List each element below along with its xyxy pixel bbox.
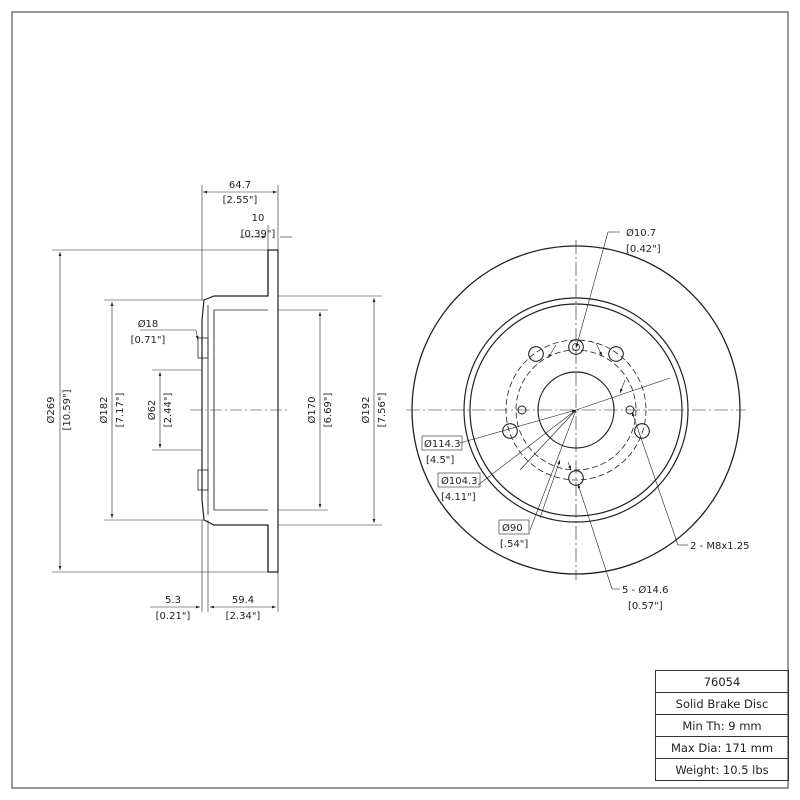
dim-stud-hole-in: [0.71"] — [131, 335, 166, 346]
drawing-frame — [11, 11, 789, 789]
dim-dia-269: Ø269 — [45, 397, 57, 424]
dim-small-hole: Ø10.7 — [626, 227, 656, 239]
dim-hat-height-in: [2.34"] — [226, 611, 261, 622]
lug-hole-3 — [528, 346, 544, 362]
dim-dia-192: Ø192 — [360, 397, 372, 424]
spec-part-number: 76054 — [655, 670, 789, 693]
dim-lug-holes-in: [0.57"] — [628, 601, 663, 612]
dim-dia-182-in: [7.17"] — [115, 393, 126, 428]
lug-hole-2 — [608, 346, 624, 362]
dim-center-90-in: [.54"] — [500, 539, 528, 550]
dim-overall-width: 64.7 — [229, 180, 251, 191]
front-view-dimensions: Ø10.7 [0.42"] Ø114.3 [4.5"] Ø104.3 [4.11… — [421, 227, 750, 612]
dim-dia-62-in: [2.44"] — [163, 393, 174, 428]
dim-pcd-114: Ø114.3 — [424, 438, 461, 450]
dim-pcd-104-in: [4.11"] — [441, 492, 476, 503]
lug-hole-5 — [502, 423, 518, 439]
side-view — [190, 249, 290, 573]
dim-disc-thickness-in: [0.39"] — [241, 229, 276, 240]
dim-dia-192-in: [7.56"] — [377, 393, 388, 428]
rotor-profile — [201, 249, 279, 573]
dim-stud-hole: Ø18 — [138, 318, 159, 330]
dim-hat-thickness: 5.3 — [165, 595, 181, 606]
dim-thread: 2 - M8x1.25 — [690, 541, 750, 552]
dim-dia-269-in: [10.59"] — [62, 389, 73, 430]
side-view-dimensions: 64.7 [2.55"] 10 [0.39"] Ø18 [0.71"] Ø269… — [45, 180, 388, 622]
lug-hole-4 — [634, 423, 650, 439]
dim-hat-thickness-in: [0.21"] — [156, 611, 191, 622]
spec-type: Solid Brake Disc — [655, 692, 789, 715]
spec-table: 76054 Solid Brake Disc Min Th: 9 mm Max … — [655, 670, 789, 781]
dim-pcd-114-in: [4.5"] — [426, 455, 454, 466]
dim-small-hole-in: [0.42"] — [626, 244, 661, 255]
spec-max-diameter: Max Dia: 171 mm — [655, 736, 789, 759]
dim-dia-170-in: [6.69"] — [323, 393, 334, 428]
dim-overall-width-in: [2.55"] — [223, 195, 258, 206]
dim-dia-62: Ø62 — [146, 400, 158, 421]
dim-dia-170: Ø170 — [306, 397, 318, 424]
dim-disc-thickness: 10 — [252, 213, 265, 224]
spec-weight: Weight: 10.5 lbs — [655, 758, 789, 781]
front-view — [406, 240, 746, 580]
spec-min-thickness: Min Th: 9 mm — [655, 714, 789, 737]
dim-center-90: Ø90 — [502, 522, 523, 534]
dim-dia-182: Ø182 — [98, 397, 110, 424]
dim-hat-height: 59.4 — [232, 595, 254, 606]
dim-lug-holes: 5 - Ø14.6 — [622, 584, 668, 596]
dim-pcd-104: Ø104.3 — [441, 475, 478, 487]
